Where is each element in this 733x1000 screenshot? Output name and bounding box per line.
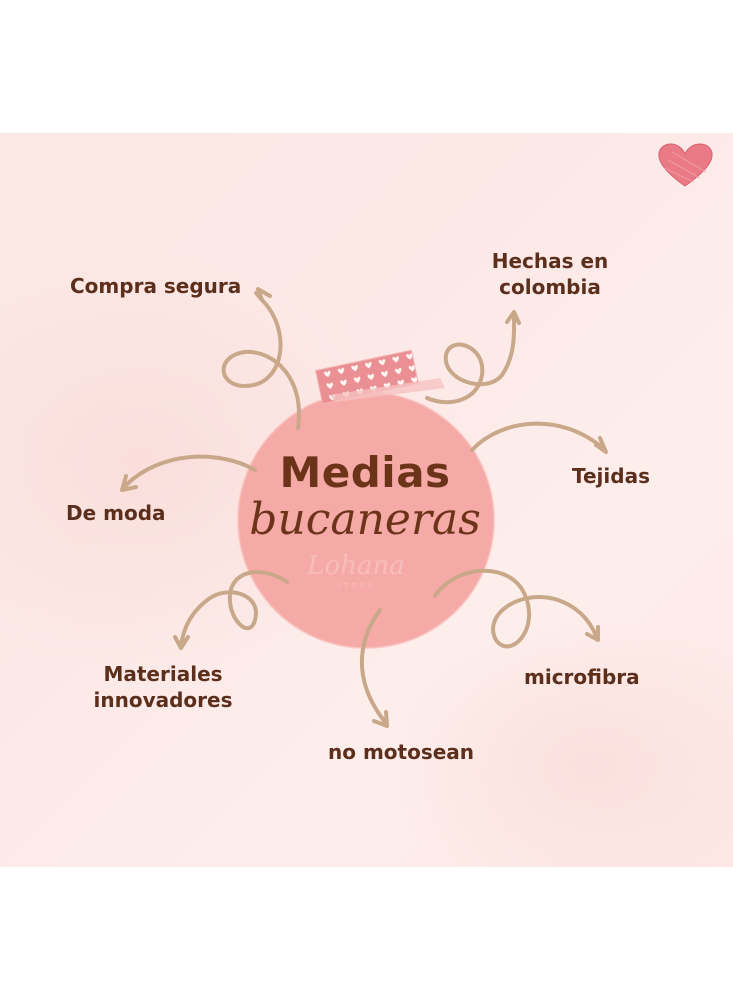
center-circle — [238, 392, 494, 648]
node-materiales-innovadores: Materiales innovadores — [86, 661, 240, 713]
center-title-line2: bucaneras — [249, 494, 481, 545]
node-materiales-innovadores-line1: Materiales — [103, 662, 223, 686]
node-compra-segura: Compra segura — [70, 274, 242, 298]
node-hechas-en-colombia: Hechas en colombia — [478, 248, 622, 300]
center-title-line1: Medias — [279, 448, 451, 497]
watermark-logo-sub: STORE — [337, 582, 376, 590]
arrow-microfibra — [433, 568, 599, 649]
arrow-materiales-innovadores — [179, 570, 289, 648]
node-materiales-innovadores-line2: innovadores — [93, 688, 233, 712]
heart-icon — [658, 143, 713, 187]
node-no-motosean: no motosean — [328, 740, 475, 764]
arrow-tejidas — [470, 421, 607, 452]
node-tejidas: Tejidas — [572, 464, 650, 488]
arrow-hechas-en-colombia — [425, 313, 517, 405]
arrow-no-motosean — [359, 608, 387, 724]
node-hechas-en-colombia-line1: Hechas en — [491, 249, 609, 273]
arrow-de-moda — [122, 454, 257, 489]
watermark-logo: Lohana — [306, 551, 404, 581]
node-microfibra: microfibra — [524, 665, 640, 689]
node-de-moda: De moda — [66, 501, 166, 525]
node-hechas-en-colombia-line2: colombia — [499, 275, 601, 299]
background-wash — [380, 613, 733, 867]
arrow-compra-segura — [221, 291, 301, 430]
